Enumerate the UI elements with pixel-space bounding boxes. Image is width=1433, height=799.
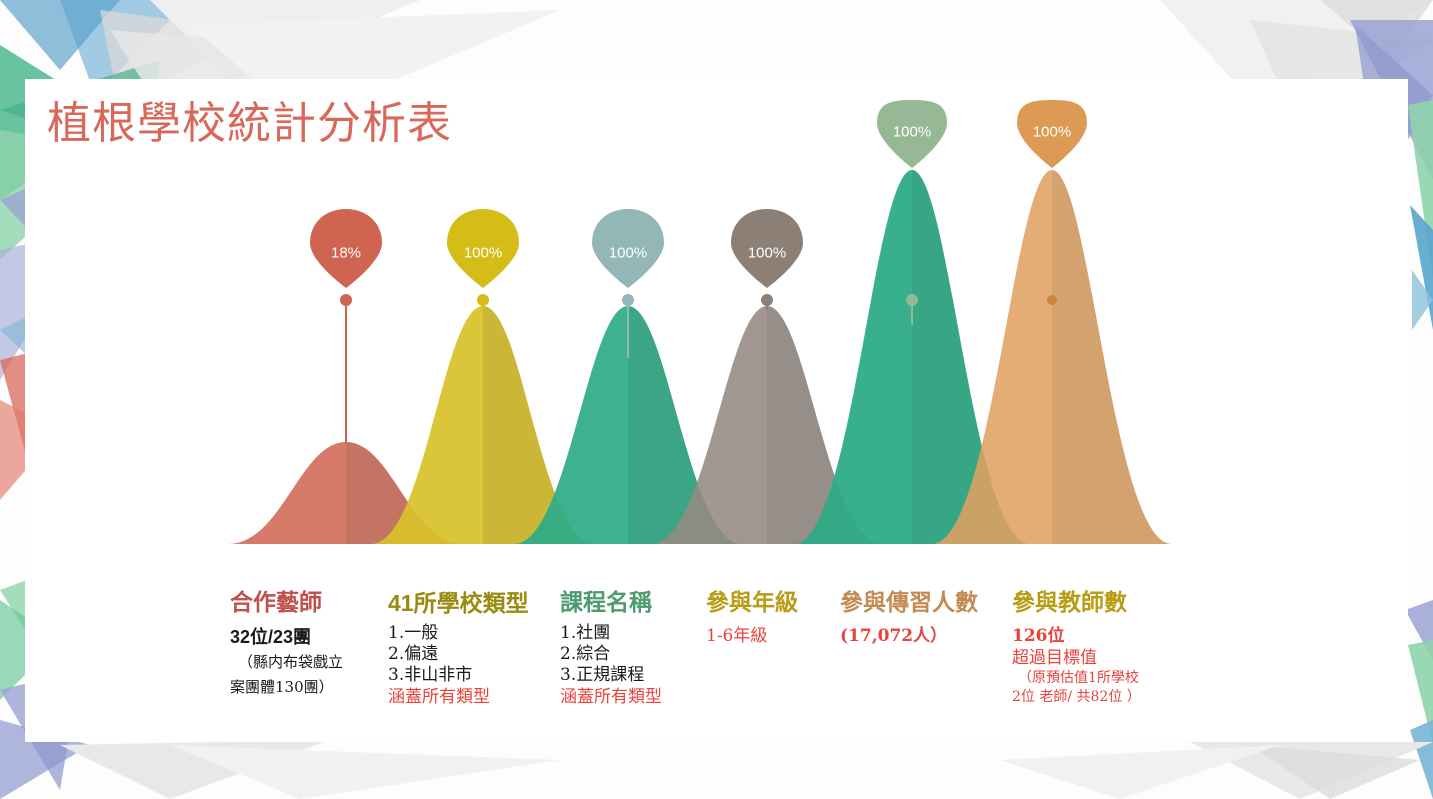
legend-line-2-3: 3.非山非市 <box>388 665 473 685</box>
legend-line-2-2: 2.偏遠 <box>388 644 439 664</box>
deco-triangle-bl-gray2 <box>170 745 560 799</box>
deco-triangle-br-blue <box>1410 720 1433 799</box>
legend-line-3-4: 涵蓋所有類型 <box>560 687 662 707</box>
legend-column-grades: 參與年級 1-6年級 <box>706 588 836 648</box>
legend-column-cooperating-artists: 合作藝師 32位/23團 （縣内布袋戲立 案團體130團） <box>230 588 380 700</box>
deco-triangle-br-gray2 <box>1250 745 1420 799</box>
legend-heading-6: 參與教師數 <box>1012 589 1127 616</box>
legend-column-course-names: 課程名稱 1.社團 2.綜合 3.正規課程 涵蓋所有類型 <box>560 588 710 709</box>
deco-triangle-tr-blue2 <box>1412 270 1433 330</box>
legend-column-school-types: 41所學校類型 1.一般 2.偏遠 3.非山非市 涵蓋所有類型 <box>388 588 558 709</box>
legend-line-6-2: 超過目標值 <box>1012 648 1097 668</box>
legend-column-teachers: 參與教師數 126位 超過目標值 （原預估值1所學校 2位 老師/ 共82位 ） <box>1012 588 1192 707</box>
deco-triangle-br-green <box>1408 640 1433 745</box>
legend-line-3-3: 3.正規課程 <box>560 665 645 685</box>
legend-line-2-1: 1.一般 <box>388 623 439 643</box>
legend-line-1-3: 案團體130團） <box>230 678 334 696</box>
legend-column-participants: 參與傳習人數 (17,072人） <box>840 588 1010 648</box>
page-title: 植根學校統計分析表 <box>47 98 452 149</box>
legend-line-4-1: 1-6年級 <box>706 626 768 646</box>
legend-heading-4: 參與年級 <box>706 589 798 616</box>
legend-heading-1: 合作藝師 <box>230 589 322 616</box>
legend-heading-2: 41所學校類型 <box>388 590 529 616</box>
legend-line-5-1: (17,072人） <box>840 626 948 646</box>
legend-line-6-1: 126位 <box>1012 626 1065 646</box>
legend-line-3-1: 1.社團 <box>560 623 611 643</box>
legend-line-1-2: （縣内布袋戲立 <box>238 653 344 671</box>
legend-line-2-4: 涵蓋所有類型 <box>388 687 490 707</box>
legend-heading-3: 課程名稱 <box>560 589 652 616</box>
legend-line-1-1: 32位/23團 <box>230 627 312 647</box>
legend-line-6-3: （原預估值1所學校 <box>1018 670 1139 686</box>
legend-line-3-2: 2.綜合 <box>560 644 611 664</box>
legend-line-6-4: 2位 老師/ 共82位 ） <box>1012 689 1141 705</box>
deco-triangle-br-gray3 <box>1000 745 1280 799</box>
legend-heading-5: 參與傳習人數 <box>840 589 978 616</box>
